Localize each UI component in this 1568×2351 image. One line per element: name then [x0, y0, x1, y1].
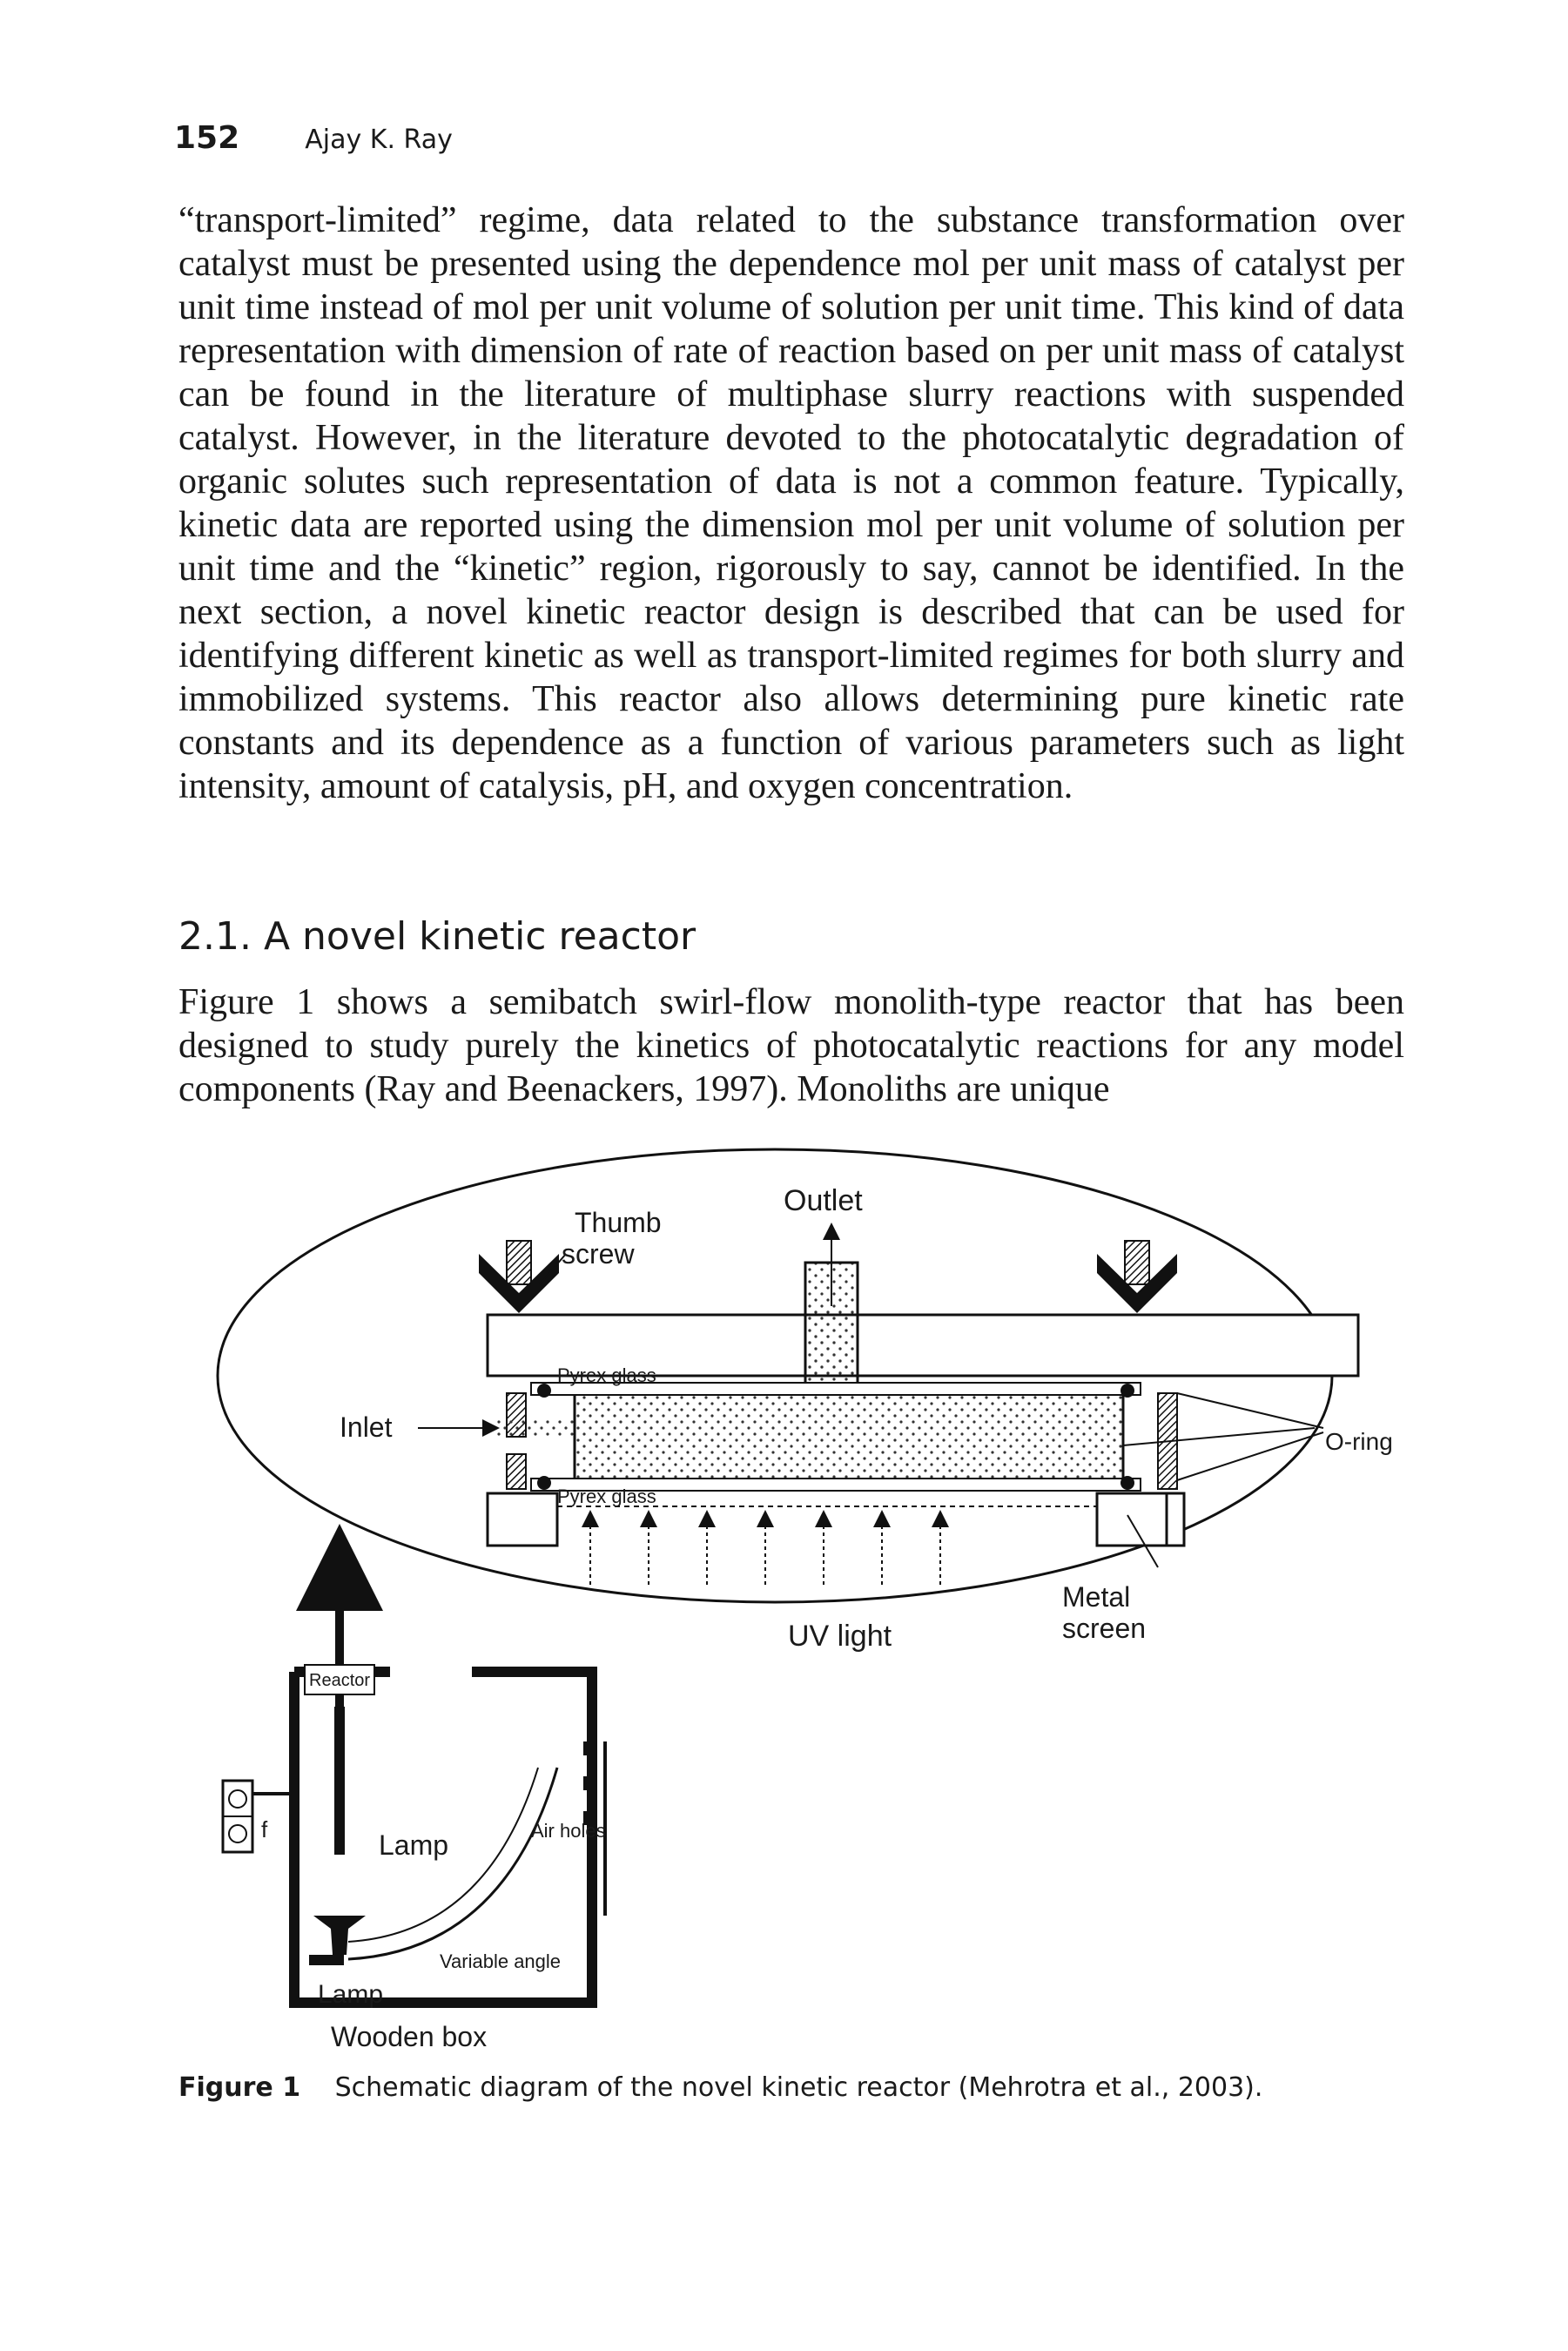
o-ring-top-left [537, 1384, 551, 1398]
lamp-base [313, 1916, 366, 1955]
air-holes [583, 1741, 594, 1825]
reactor-chamber [573, 1391, 1125, 1482]
fan-label: f [261, 1816, 268, 1842]
o-ring-bottom-left [537, 1476, 551, 1490]
inlet-label: Inlet [340, 1411, 393, 1443]
metal-screen-label: Metal screen [1062, 1581, 1146, 1644]
metal-screen-label-line1: Metal [1062, 1581, 1130, 1613]
o-ring-top-right [1120, 1384, 1134, 1398]
gasket-left-lower [506, 1453, 527, 1490]
pyrex-glass-top-plate [530, 1382, 1141, 1396]
air-holes-label: Air holes [531, 1820, 606, 1842]
pyrex-glass-bottom-plate [530, 1478, 1141, 1492]
inlet-pipe [496, 1418, 575, 1438]
lamp-lower-label: Lamp [318, 1980, 383, 2009]
body-paragraph: Figure 1 shows a semibatch swirl-flow mo… [178, 982, 1404, 1109]
bottom-clamp-block-left [486, 1492, 559, 1547]
body-paragraph: “transport-limited” regime, data related… [178, 200, 1404, 806]
reactor-label: Reactor [309, 1671, 370, 1690]
variable-angle-track [347, 1767, 559, 1961]
running-head: Ajay K. Ray [305, 125, 453, 155]
bottom-clamp-block-right [1095, 1492, 1168, 1547]
caption-text: Schematic diagram of the novel kinetic r… [334, 2072, 1263, 2103]
thumb-screw-label: Thumb screw [562, 1207, 669, 1270]
outlet-label: Outlet [784, 1184, 863, 1217]
metal-screen-label-line2: screen [1062, 1613, 1146, 1644]
page-header: 152 Ajay K. Ray [174, 120, 453, 156]
caption-label: Figure 1 [178, 2072, 301, 2103]
uv-light-arrows [582, 1510, 949, 1585]
reactor-schematic-svg: Thumb screw Outlet Pyrex glass Pyrex gla… [216, 1148, 1393, 2052]
wooden-box-label: Wooden box [331, 2021, 487, 2052]
fan-icon [221, 1779, 294, 1854]
thumb-screw-label-line2: screw [562, 1238, 635, 1270]
thumb-screw-right [1097, 1240, 1177, 1313]
uv-light-label: UV light [788, 1620, 892, 1653]
thumb-screw-left [479, 1240, 559, 1313]
o-ring-bottom-right [1120, 1476, 1134, 1490]
pyrex-glass-bottom-label: Pyrex glass [557, 1485, 656, 1507]
page-number: 152 [174, 120, 240, 156]
reactor-box-label-frame [304, 1664, 375, 1695]
thumb-screw-label-line1: Thumb [575, 1207, 662, 1238]
top-clamp-block [486, 1313, 1360, 1378]
pyrex-glass-top-label: Pyrex glass [557, 1364, 656, 1386]
o-ring-label: O-ring [1325, 1428, 1393, 1455]
reactor-schematic-figure: Thumb screw Outlet Pyrex glass Pyrex gla… [209, 1132, 1437, 2055]
lamp-upper-label: Lamp [379, 1829, 448, 1861]
section-heading: 2.1. A novel kinetic reactor [178, 914, 697, 959]
variable-angle-label: Variable angle [440, 1950, 561, 1972]
figure-caption: Figure 1 Schematic diagram of the novel … [178, 2072, 1406, 2103]
